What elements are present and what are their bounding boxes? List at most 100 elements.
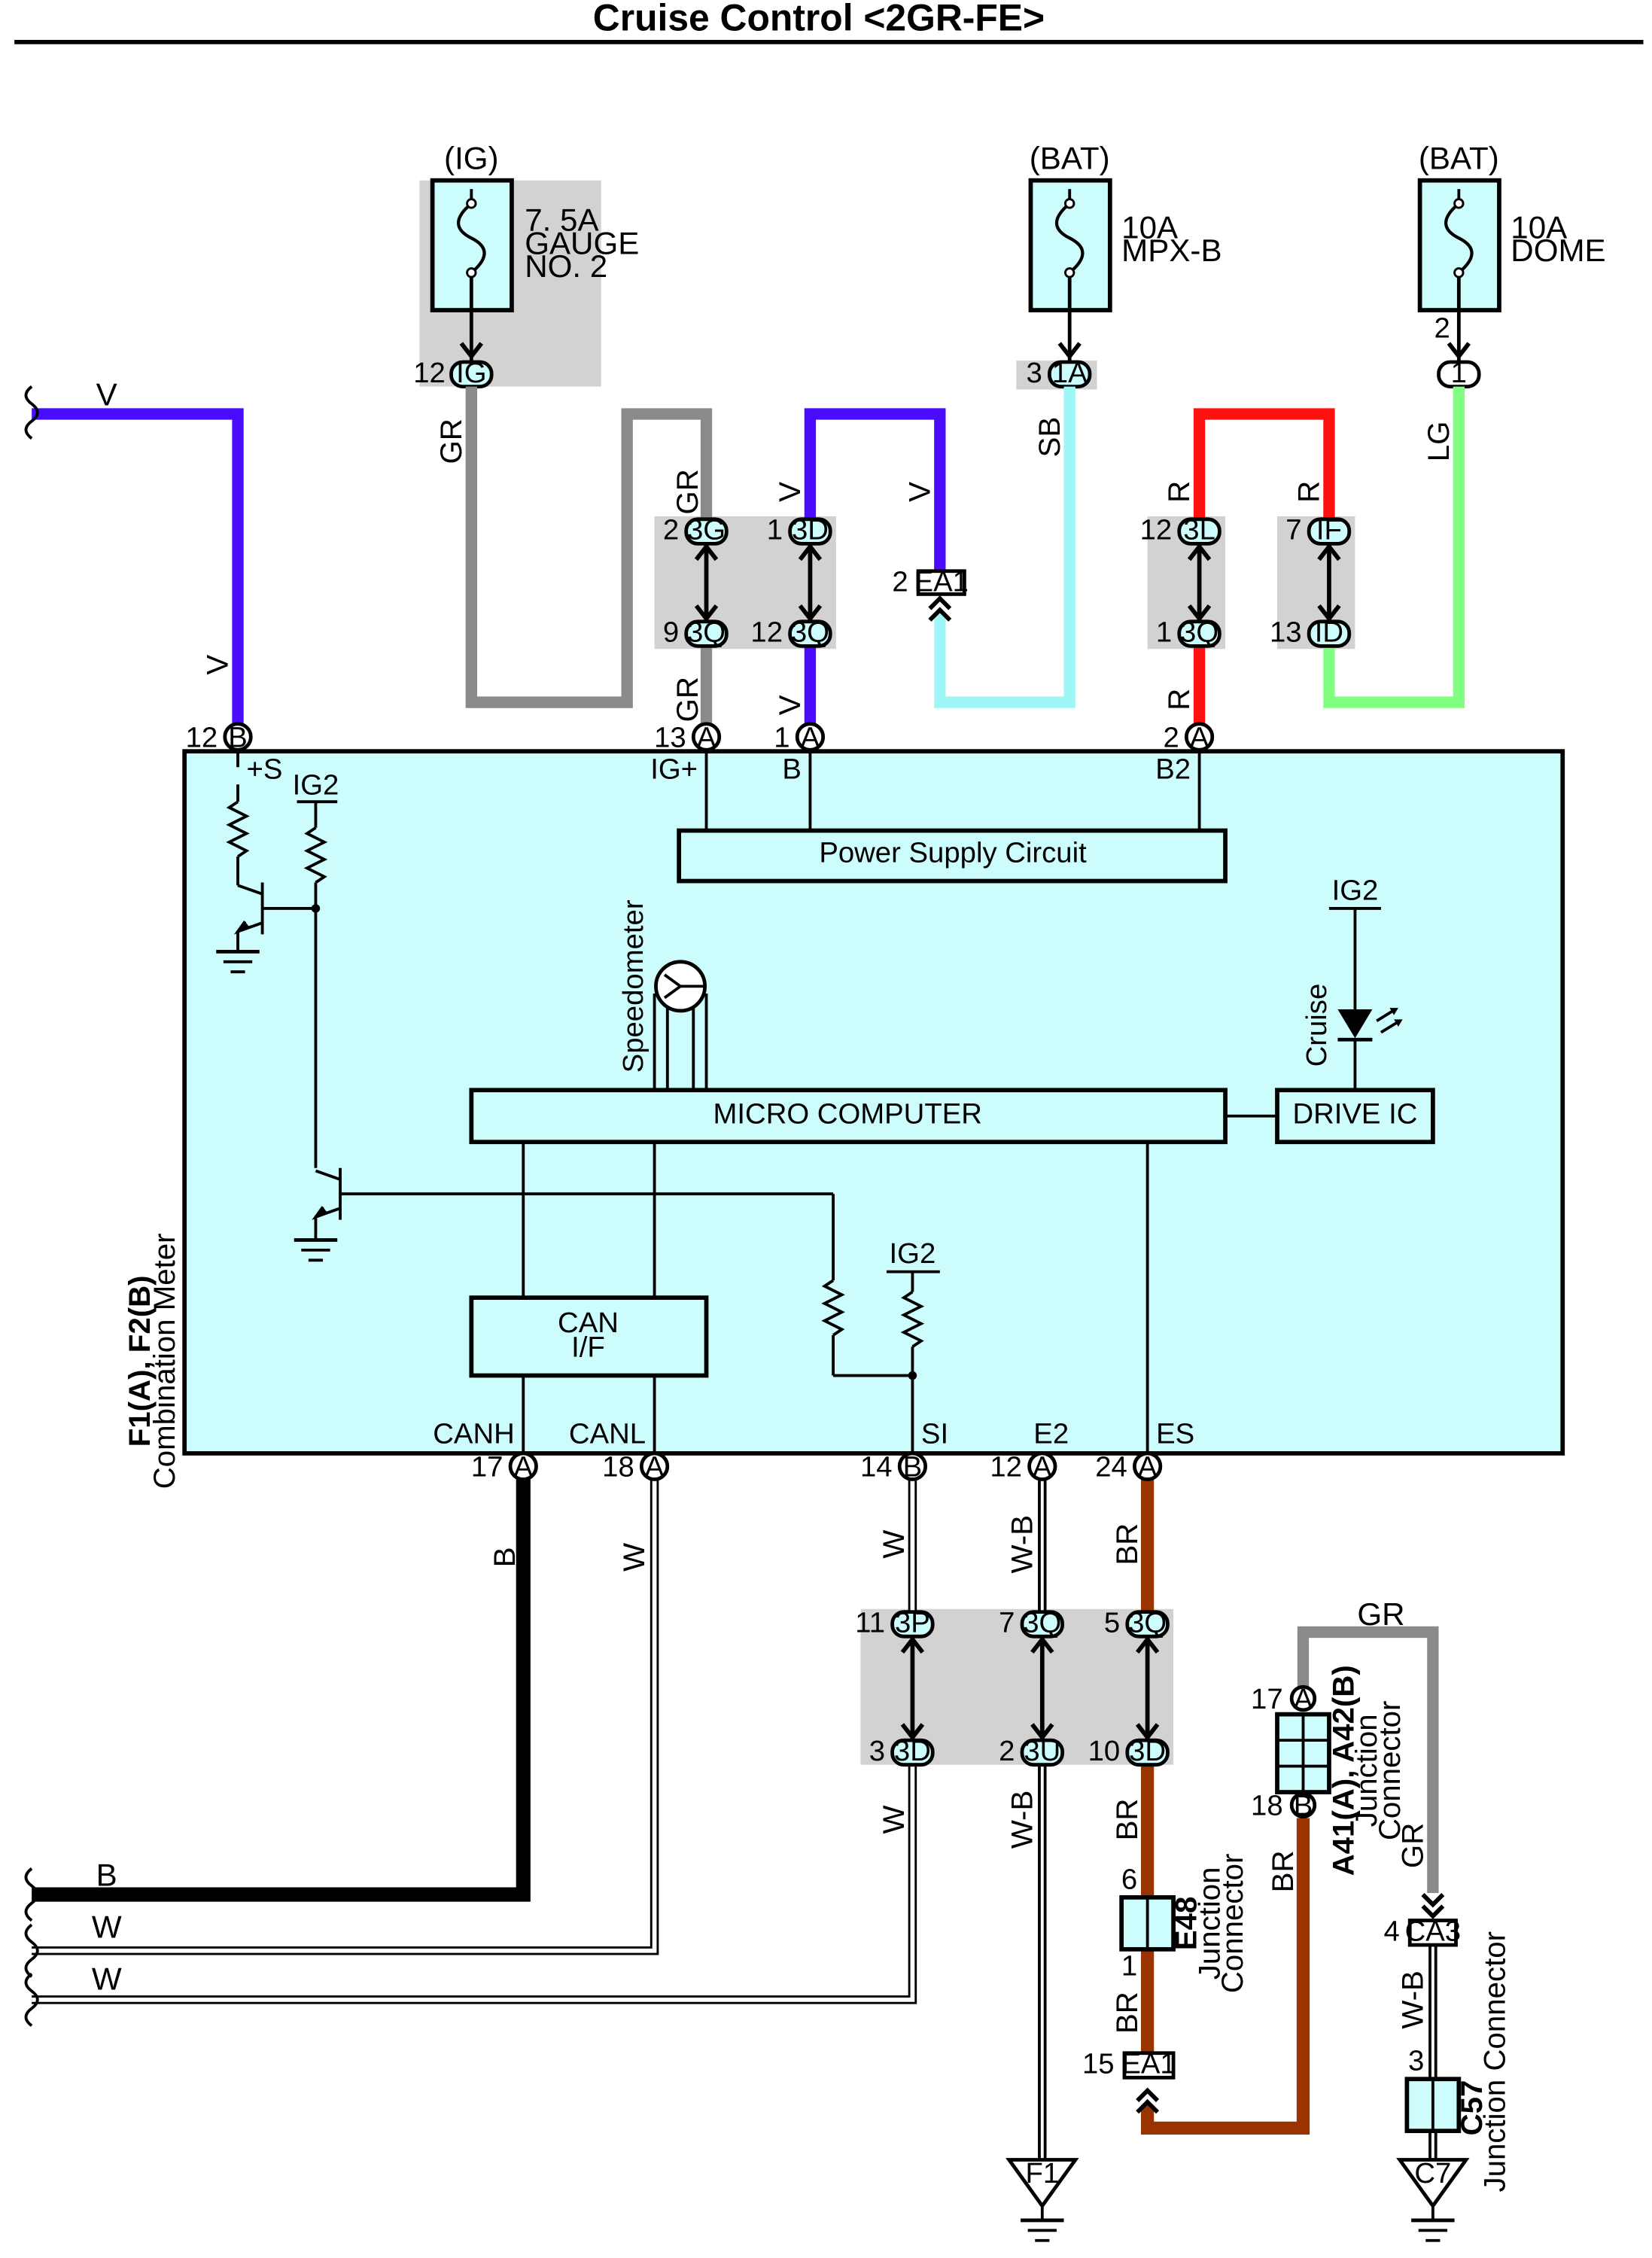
wire-label: V <box>773 695 807 715</box>
pin-number: 7 <box>999 1606 1015 1639</box>
wire-label: W-B <box>1005 1791 1039 1849</box>
cruise-led-icon <box>1328 907 1403 1091</box>
pin-number: 2 <box>1163 721 1179 753</box>
connector-label: B <box>903 1451 923 1484</box>
fuse-source: (BAT) <box>1030 140 1110 175</box>
speedometer-label: Speedometer <box>617 899 650 1073</box>
connector-label: 3Q <box>1128 1606 1167 1639</box>
pin-number: 18 <box>602 1451 634 1484</box>
wire-label: GR <box>1395 1823 1429 1868</box>
ig2-label: IG2 <box>1332 874 1379 906</box>
bottom-wires <box>32 1479 1439 2160</box>
meter-bottom-pins: CANH CANL SI E2 ES <box>433 1418 1194 1450</box>
pin-number: 2 <box>663 514 679 546</box>
connector-label: 3D <box>792 514 829 546</box>
resistor-icon <box>226 800 250 858</box>
junction-dot <box>908 1371 917 1380</box>
wire-label: GR <box>434 418 468 464</box>
wire-r <box>1193 408 1335 519</box>
connector-label: A <box>514 1451 534 1484</box>
wire-v-3d <box>804 408 946 571</box>
wire-label: W <box>92 1961 122 1996</box>
connector-label: A <box>697 721 716 753</box>
pin-number: 2 <box>1434 312 1450 344</box>
can-if-label-2: I/F <box>571 1331 605 1364</box>
wire-label: B <box>96 1858 117 1893</box>
connector-label: 3P <box>895 1606 930 1639</box>
fuse-mpx-b: (BAT) 10A MPX-B 1A 3 <box>1016 140 1222 390</box>
connector-label: 3D <box>894 1735 931 1767</box>
connector-label: EA1 <box>1121 2048 1176 2080</box>
connector-ea1-top: EA1 2 <box>892 566 969 622</box>
junction-dot <box>311 904 321 913</box>
wire-label: SB <box>1033 417 1066 458</box>
a41-code: A41(A), A42(B) <box>1327 1665 1361 1876</box>
fuse-source: (BAT) <box>1419 140 1499 175</box>
e48-junction-connector: 6 1 E48 Junction Connector <box>1119 1854 1249 1994</box>
connector-label: A <box>1033 1451 1052 1484</box>
pin-number: 17 <box>471 1451 504 1484</box>
top-wire-labels: V V GR GR V V SB R R LG GR V R <box>96 376 1456 722</box>
top-wires <box>32 386 1465 726</box>
connector-label: A <box>1294 1683 1313 1715</box>
power-supply-label: Power Supply Circuit <box>819 837 1087 869</box>
drive-ic-label: DRIVE IC <box>1292 1097 1417 1130</box>
wire-label: R <box>1162 689 1196 711</box>
fuse-icon <box>1055 202 1085 274</box>
e48-name-2: Connector <box>1215 1854 1249 1994</box>
junction-3p-3d: 3P 3D 11 3 <box>855 1606 935 1767</box>
wire-label: GR <box>671 677 704 722</box>
connector-label: 3Q <box>791 616 829 649</box>
wire-label: W <box>617 1543 651 1572</box>
wire-label: V <box>773 482 807 502</box>
e48-name: Junction <box>1192 1867 1226 1980</box>
cruise-label: Cruise <box>1301 984 1333 1067</box>
connector-label: 3D <box>1129 1735 1166 1767</box>
top-junctions: 3G 3Q 2 9 3D 3Q 1 12 3L 3Q 12 1 <box>663 514 1352 649</box>
connector-label: 3G <box>687 514 726 546</box>
ground-c7: C7 <box>1396 2157 1470 2242</box>
c57-junction-connector: 3 C57 Junction Connector <box>1404 1931 1512 2193</box>
wire-lg <box>1323 386 1465 708</box>
pin-function-label: CANH <box>433 1418 515 1450</box>
a41-name: Junction <box>1349 1714 1383 1827</box>
connector-label: A <box>1138 1451 1158 1484</box>
e48-code: E48 <box>1170 1897 1203 1951</box>
pin-function-label: CANL <box>569 1418 646 1450</box>
pin-number: 12 <box>1140 514 1173 546</box>
connector-label: A <box>801 721 820 753</box>
wire-label: V <box>902 482 936 502</box>
pin-number: 13 <box>654 721 686 753</box>
junction-3q-3u: 3Q 3U 7 2 <box>999 1606 1065 1767</box>
connector-label: B <box>1294 1790 1313 1822</box>
pin-number: 3 <box>869 1735 885 1767</box>
wire-label: W-B <box>1005 1515 1039 1573</box>
pin-function-label: SI <box>921 1418 948 1450</box>
pin-number: 14 <box>860 1451 893 1484</box>
fuse-source: (IG) <box>444 140 499 175</box>
meter-bottom-pin-circles: A A B A A 17 18 14 12 24 <box>471 1451 1163 1484</box>
micro-computer-label: MICRO COMPUTER <box>713 1097 982 1130</box>
pin-number: 1 <box>767 514 783 546</box>
wire-label: V <box>201 655 235 675</box>
connector-label: ID <box>1315 616 1343 649</box>
fuse-name-2: NO. 2 <box>525 248 607 284</box>
wire-label: W-B <box>1395 1970 1429 2028</box>
connector-label: A <box>1190 721 1209 753</box>
internal-lines <box>522 1142 1149 1453</box>
pin-number: 1 <box>1156 616 1172 649</box>
pin-number: 17 <box>1251 1683 1283 1715</box>
meter-name: Combination Meter <box>148 1233 181 1489</box>
fuse-gauge-no2: (IG) 7. 5A GAUGE NO. 2 IG 12 <box>413 140 639 388</box>
connector-label: 3Q <box>687 616 726 649</box>
junction-3q-3d: 3Q 3D 5 10 <box>1088 1606 1170 1767</box>
fuse-rating: 7. 5A <box>525 202 599 238</box>
page-title: Cruise Control <2GR-FE> <box>593 0 1045 38</box>
wire-label: BR <box>1110 1799 1144 1841</box>
pin-number: 3 <box>1408 2045 1424 2077</box>
junction-if-id: IF ID 7 13 <box>1270 514 1352 649</box>
connector-label: IG <box>456 357 486 389</box>
wire-label: W <box>877 1805 911 1833</box>
pin-number: 3 <box>1026 357 1042 389</box>
connector-label: EA1 <box>914 566 969 598</box>
